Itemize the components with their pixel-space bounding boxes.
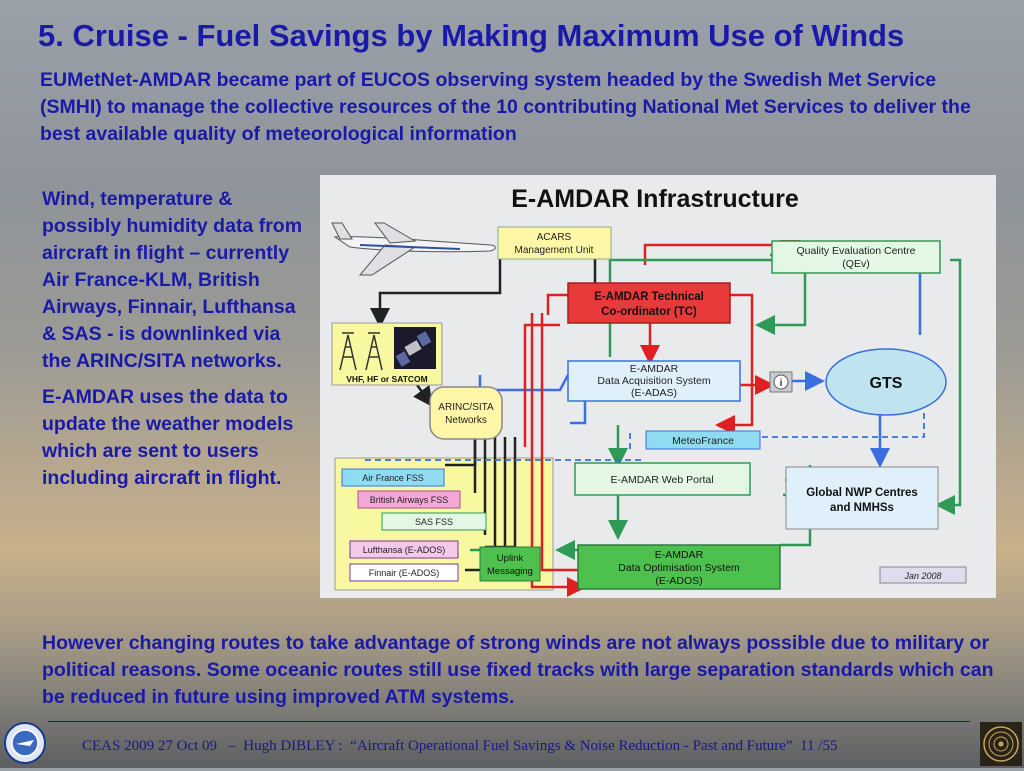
qec-label-2: (QEv) <box>842 258 869 270</box>
ados-label-3: (E-ADOS) <box>655 575 702 587</box>
tc-label-2: Co-ordinator (TC) <box>601 306 697 318</box>
date-stamp <box>879 566 967 584</box>
radio-mast-icon <box>339 332 383 371</box>
footer-text: CEAS 2009 27 Oct 09 – Hugh DIBLEY : “Air… <box>82 738 838 754</box>
diagram-title: E-AMDAR Infrastructure <box>511 185 799 213</box>
arinc-label-2: Networks <box>445 415 487 426</box>
meteofrance-box <box>645 430 761 450</box>
svg-text:Jan 2008: Jan 2008 <box>903 571 941 581</box>
e-amdar-diagram: E-AMDAR Infrastructure <box>320 175 996 598</box>
info-icon: i <box>769 371 793 393</box>
nwp-box <box>785 466 939 530</box>
aircraft-icon <box>331 222 496 276</box>
arinc-sita-node <box>429 386 503 440</box>
tc-label-1: E-AMDAR Technical <box>594 291 704 303</box>
bottom-paragraph: However changing routes to take advantag… <box>42 632 994 708</box>
svg-text:Lufthansa (E-ADOS): Lufthansa (E-ADOS) <box>363 545 446 555</box>
acars-label-1: ACARS <box>537 232 572 243</box>
acars-box <box>497 226 612 260</box>
adas-label-3: (E-ADAS) <box>631 387 677 399</box>
gts-node <box>825 348 947 416</box>
ados-label-1: E-AMDAR <box>655 549 704 561</box>
ados-box <box>577 544 781 590</box>
intro-paragraph: EUMetNet-AMDAR became part of EUCOS obse… <box>40 69 971 145</box>
adas-label-1: E-AMDAR <box>630 363 679 375</box>
footer-divider <box>48 721 970 722</box>
svg-text:i: i <box>780 378 783 389</box>
web-portal-box <box>574 462 751 496</box>
satellite-icon <box>394 327 436 369</box>
fss-british-airways <box>357 490 461 509</box>
ados-label-2: Data Optimisation System <box>618 562 740 574</box>
fss-lufthansa <box>349 540 459 559</box>
arinc-label-1: ARINC/SITA <box>438 402 494 413</box>
svg-text:Uplink: Uplink <box>497 553 524 564</box>
svg-text:Finnair (E-ADOS): Finnair (E-ADOS) <box>369 568 440 578</box>
side-text: Wind, temperature & possibly humidity da… <box>42 186 314 501</box>
fss-sas <box>381 512 487 531</box>
air-and-space-logo-icon <box>980 722 1022 766</box>
slide-title: 5. Cruise - Fuel Savings by Making Maxim… <box>38 18 905 53</box>
uplink-box <box>479 546 541 582</box>
web-portal-label: E-AMDAR Web Portal <box>610 474 713 486</box>
fss-air-france <box>341 468 445 487</box>
ground-stations-label: VHF, HF or SATCOM <box>346 374 428 384</box>
acars-label-2: Management Unit <box>515 245 594 256</box>
svg-text:Air France FSS: Air France FSS <box>362 473 424 483</box>
side-paragraph-1: Wind, temperature & possibly humidity da… <box>42 188 303 372</box>
svg-text:British Airways FSS: British Airways FSS <box>370 495 449 505</box>
adas-box <box>567 360 741 402</box>
side-paragraph-2: E-AMDAR uses the data to update the weat… <box>42 386 294 489</box>
meteofrance-label: MeteoFrance <box>672 435 734 447</box>
svg-text:SAS FSS: SAS FSS <box>415 517 453 527</box>
nwp-label-1: Global NWP Centres <box>806 487 918 499</box>
qec-box <box>771 240 941 274</box>
tc-box <box>567 282 731 324</box>
seal-logo-icon <box>4 722 46 764</box>
qec-label-1: Quality Evaluation Centre <box>796 245 915 257</box>
svg-text:Messaging: Messaging <box>487 566 533 577</box>
fss-finnair <box>349 563 459 582</box>
adas-label-2: Data Acquisition System <box>597 375 710 387</box>
gts-label: GTS <box>870 375 903 392</box>
nwp-label-2: and NMHSs <box>830 502 894 514</box>
